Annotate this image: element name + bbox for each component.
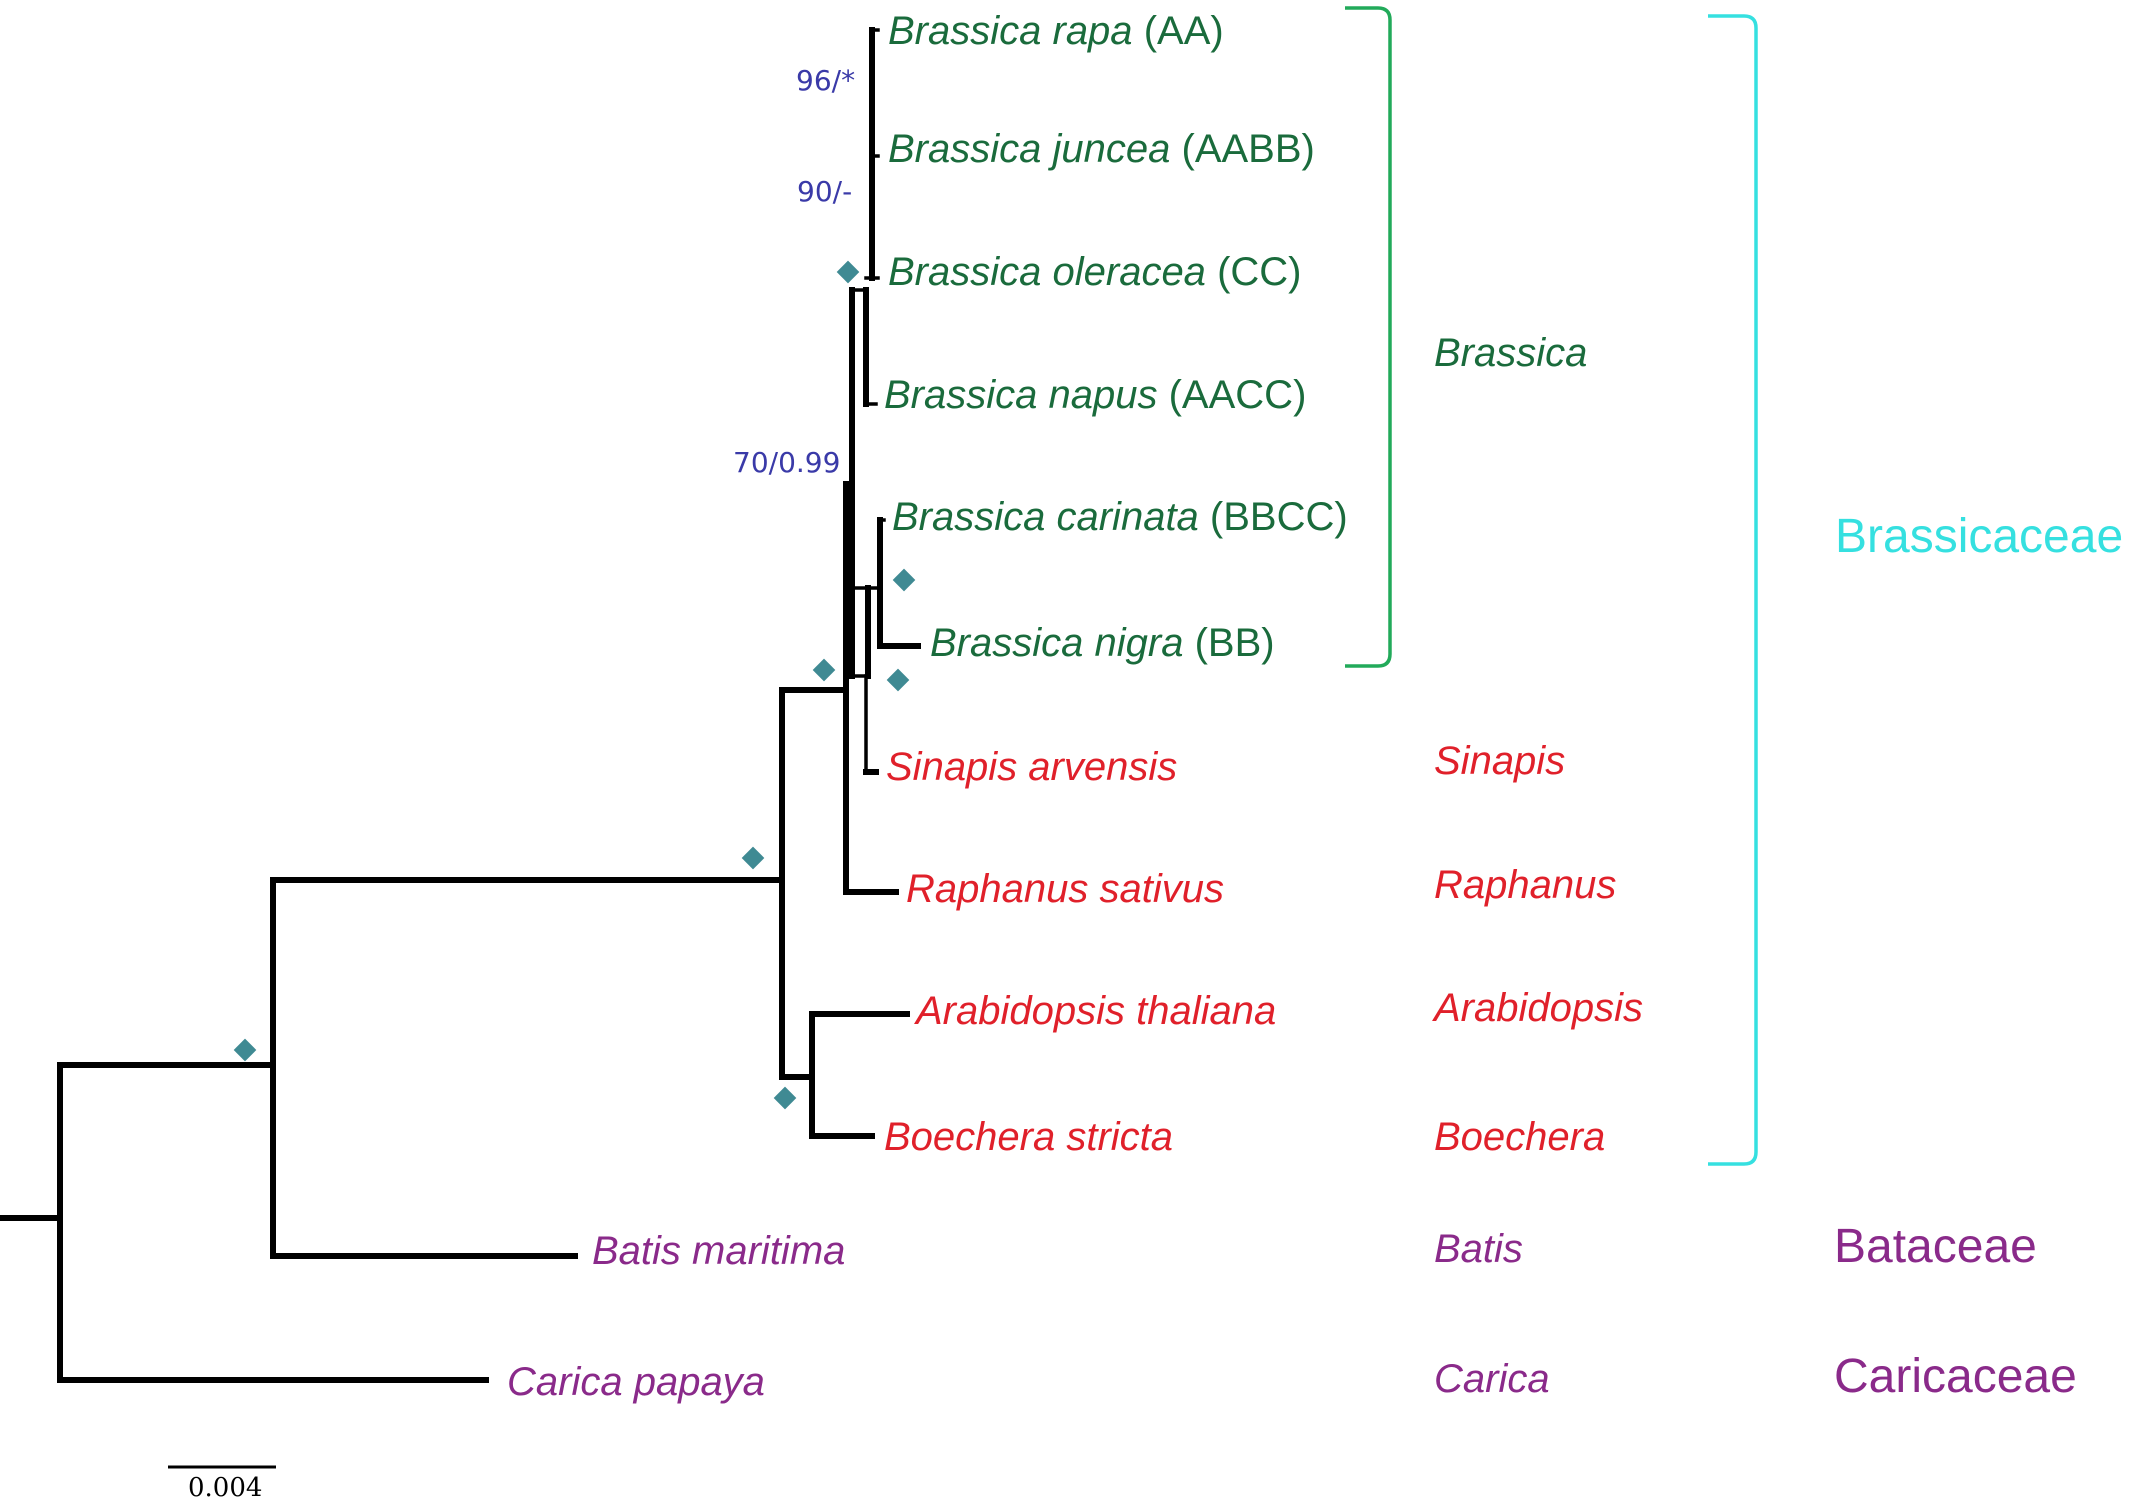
family-bataceae: Bataceae (1834, 1220, 2037, 1273)
tree-branches (0, 27, 921, 1383)
brassica-bracket (1345, 6, 1392, 668)
genus-boechera: Boechera (1434, 1115, 1605, 1159)
genus-brassica: Brassica (1434, 331, 1587, 375)
node-support-diamond (773, 1086, 797, 1110)
support-brassica-core: 70/0.99 (733, 446, 840, 479)
taxon-raphanus-sativus: Raphanus sativus (906, 867, 1224, 911)
taxon-arabidopsis-thaliana: Arabidopsis thaliana (914, 989, 1276, 1033)
scale-bar: 0.004 (168, 1465, 276, 1501)
family-caricaceae: Caricaceae (1834, 1350, 2077, 1403)
genus-raphanus: Raphanus (1434, 863, 1616, 907)
node-support-diamond (741, 846, 765, 870)
genus-arabidopsis: Arabidopsis (1432, 986, 1643, 1030)
genus-carica: Carica (1434, 1357, 1550, 1401)
support-rapa-juncea: 96/* (796, 64, 855, 97)
node-support-diamond (886, 668, 910, 692)
taxon-brassica-carinata: Brassica carinata (BBCC) (892, 495, 1348, 539)
scale-bar-label: 0.004 (188, 1473, 262, 1501)
brassicaceae-bracket (1708, 14, 1758, 1166)
node-diamonds (233, 260, 916, 1110)
genus-batis: Batis (1434, 1227, 1523, 1271)
taxon-brassica-oleracea: Brassica oleracea (CC) (888, 250, 1301, 294)
taxon-brassica-nigra: Brassica nigra (BB) (930, 621, 1275, 665)
taxon-boechera-stricta: Boechera stricta (884, 1115, 1173, 1159)
node-support-diamond (836, 260, 860, 284)
taxon-brassica-rapa: Brassica rapa (AA) (888, 9, 1224, 53)
taxon-brassica-juncea: Brassica juncea (AABB) (888, 127, 1315, 171)
node-support-diamond (892, 568, 916, 592)
taxon-batis-maritima: Batis maritima (592, 1229, 845, 1273)
support-values: 96/* 90/- 70/0.99 (733, 64, 855, 479)
taxon-brassica-napus: Brassica napus (AACC) (884, 373, 1306, 417)
taxon-labels: Brassica rapa (AA) Brassica juncea (AABB… (507, 9, 1348, 1404)
taxon-carica-papaya: Carica papaya (507, 1360, 765, 1404)
node-support-diamond (812, 658, 836, 682)
genus-labels: Brassica Sinapis Raphanus Arabidopsis Bo… (1432, 331, 1643, 1401)
support-juncea-oleracea: 90/- (797, 175, 852, 208)
taxon-sinapis-arvensis: Sinapis arvensis (886, 745, 1177, 789)
family-labels: Brassicaceae Bataceae Caricaceae (1834, 510, 2123, 1403)
node-support-diamond (233, 1038, 257, 1062)
genus-sinapis: Sinapis (1434, 739, 1565, 783)
family-brassicaceae: Brassicaceae (1835, 510, 2123, 563)
